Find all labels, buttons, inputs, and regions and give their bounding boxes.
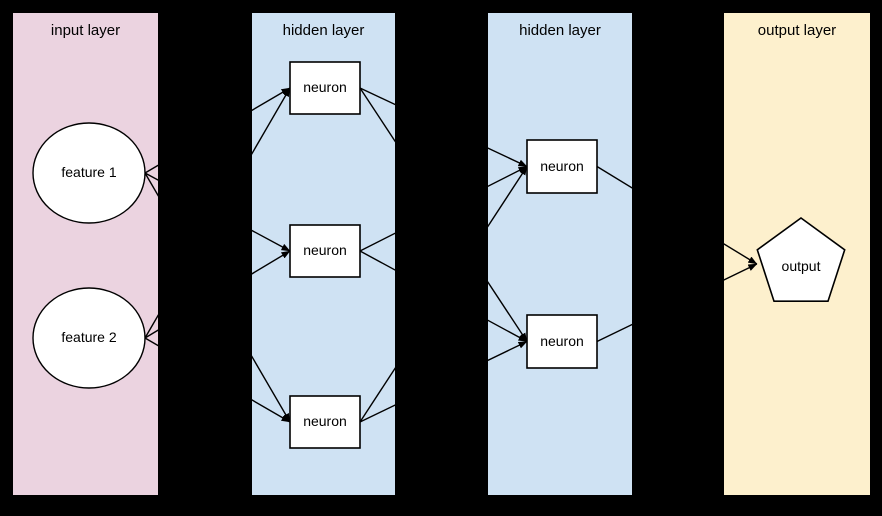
gap-mask-2 xyxy=(395,0,488,516)
gap-mask-bottom xyxy=(0,495,882,516)
input-node-label: feature 1 xyxy=(61,164,117,180)
neuron-node-label: neuron xyxy=(303,413,347,429)
neuron-node-label: neuron xyxy=(540,332,584,349)
neuron-node-rect xyxy=(289,395,361,449)
gap-mask-left xyxy=(0,0,13,516)
gap-mask-1 xyxy=(158,0,252,516)
layer-title-output: output layer xyxy=(757,22,837,39)
layer-title-hidden2: hidden layer xyxy=(519,22,601,39)
neuron-node-label: neuron xyxy=(303,242,347,258)
layer-title-hidden1: hidden layer xyxy=(282,22,365,39)
output-node-label: output xyxy=(781,258,821,274)
neuron-node-rect xyxy=(289,224,361,278)
gap-mask-top xyxy=(0,0,882,13)
gap-mask-right xyxy=(870,0,882,516)
neuron-node-rect xyxy=(526,139,598,194)
input-node-circle xyxy=(32,287,146,389)
neuron-node-label: neuron xyxy=(540,157,584,174)
input-node-label: feature 2 xyxy=(61,329,117,345)
neuron-node-label: neuron xyxy=(303,79,347,95)
output-node-pentagon xyxy=(756,217,846,303)
input-node-circle xyxy=(32,122,146,224)
neuron-node-rect xyxy=(526,314,598,369)
layer-panel-input xyxy=(13,13,158,495)
layer-title-input: input layer xyxy=(50,22,121,39)
neuron-node-rect xyxy=(289,61,361,115)
gap-mask-3 xyxy=(632,0,724,516)
